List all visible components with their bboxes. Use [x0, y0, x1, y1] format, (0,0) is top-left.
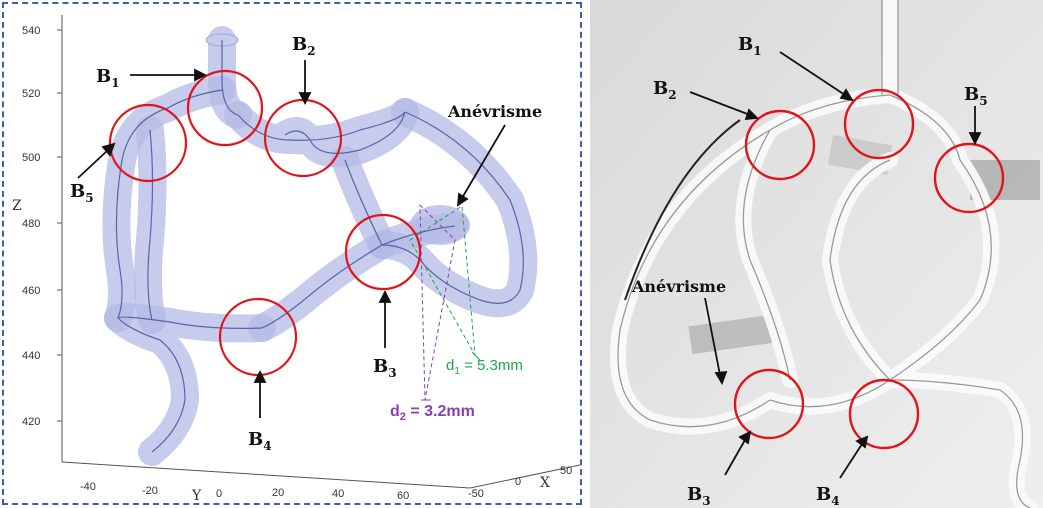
photo-circle-b4 — [848, 378, 920, 450]
z-tick-label: 460 — [22, 285, 40, 297]
left-panel-3d-plot: 540 520 500 480 460 440 420 Z -40 -20 0 … — [2, 2, 582, 505]
circle-b1 — [186, 69, 264, 147]
y-tick-label: 0 — [216, 488, 222, 500]
z-tick-label: 420 — [22, 416, 40, 428]
x-axis-name: X — [540, 475, 550, 491]
photo-circle-b3 — [733, 368, 805, 440]
photo-circle-b2 — [744, 109, 816, 181]
x-tick-label: 50 — [560, 465, 572, 477]
plot-3d-svg: 540 520 500 480 460 440 420 Z -40 -20 0 … — [12, 15, 581, 504]
photo-branch-circles — [733, 88, 1005, 450]
x-ticks: -50 0 50 — [468, 465, 572, 500]
photo-label-b4: B4 — [816, 484, 840, 508]
label-aneurysm: Anévrisme — [447, 102, 542, 121]
glass-edges — [617, 0, 1031, 508]
y-tick-label: 40 — [332, 488, 344, 500]
photo-label-b5: B5 — [964, 84, 988, 108]
dark-wire — [624, 119, 741, 301]
photo-label-aneurysm: Anévrisme — [631, 277, 726, 296]
y-tick-label: -20 — [142, 485, 158, 497]
photo-circle-b1 — [843, 88, 915, 160]
z-tick-label: 480 — [22, 218, 40, 230]
z-tick-label: 500 — [22, 152, 40, 164]
arrows — [77, 60, 506, 418]
label-d2: d2 = 3.2mm — [390, 403, 475, 423]
photo-circle-b5 — [933, 142, 1005, 214]
z-tick-label: 540 — [22, 25, 40, 37]
circle-b3 — [344, 213, 422, 291]
y-tick-label: 60 — [397, 490, 409, 502]
label-b2: B2 — [292, 34, 316, 58]
x-tick-label: -50 — [468, 488, 484, 500]
d2-measure-line — [419, 204, 456, 401]
z-ticks: 540 520 500 480 460 440 420 — [22, 25, 62, 428]
photo-label-b2: B2 — [653, 78, 677, 102]
z-tick-label: 520 — [22, 88, 40, 100]
y-axis-line — [61, 461, 471, 489]
x-axis-line — [469, 464, 581, 489]
label-b4: B4 — [248, 429, 272, 453]
left-panel-border — [2, 2, 582, 505]
photo-label-b3: B3 — [687, 484, 711, 508]
y-ticks: -40 -20 0 20 40 60 — [80, 481, 409, 502]
y-tick-label: 20 — [272, 487, 284, 499]
label-b1: B1 — [96, 66, 120, 90]
z-axis-name: Z — [12, 198, 22, 214]
x-tick-label: 0 — [515, 476, 521, 488]
label-b5: B5 — [70, 181, 94, 205]
z-tick-label: 440 — [22, 350, 40, 362]
photo-label-b1: B1 — [738, 34, 762, 58]
circle-b5 — [108, 103, 188, 183]
right-panel-photo: B1 B2 B3 B4 B5 Anévrisme — [590, 0, 1043, 508]
photo-svg: B1 B2 B3 B4 B5 Anévrisme — [590, 0, 1043, 508]
measurement-lines — [409, 204, 481, 401]
label-b3: B3 — [373, 356, 397, 380]
support-rod — [688, 313, 782, 355]
y-axis-name: Y — [191, 488, 202, 504]
y-tick-label: -40 — [80, 481, 96, 493]
photo-arrows — [689, 51, 982, 479]
label-d1: d1 = 5.3mm — [446, 357, 523, 377]
d1-measure-line — [409, 205, 476, 356]
